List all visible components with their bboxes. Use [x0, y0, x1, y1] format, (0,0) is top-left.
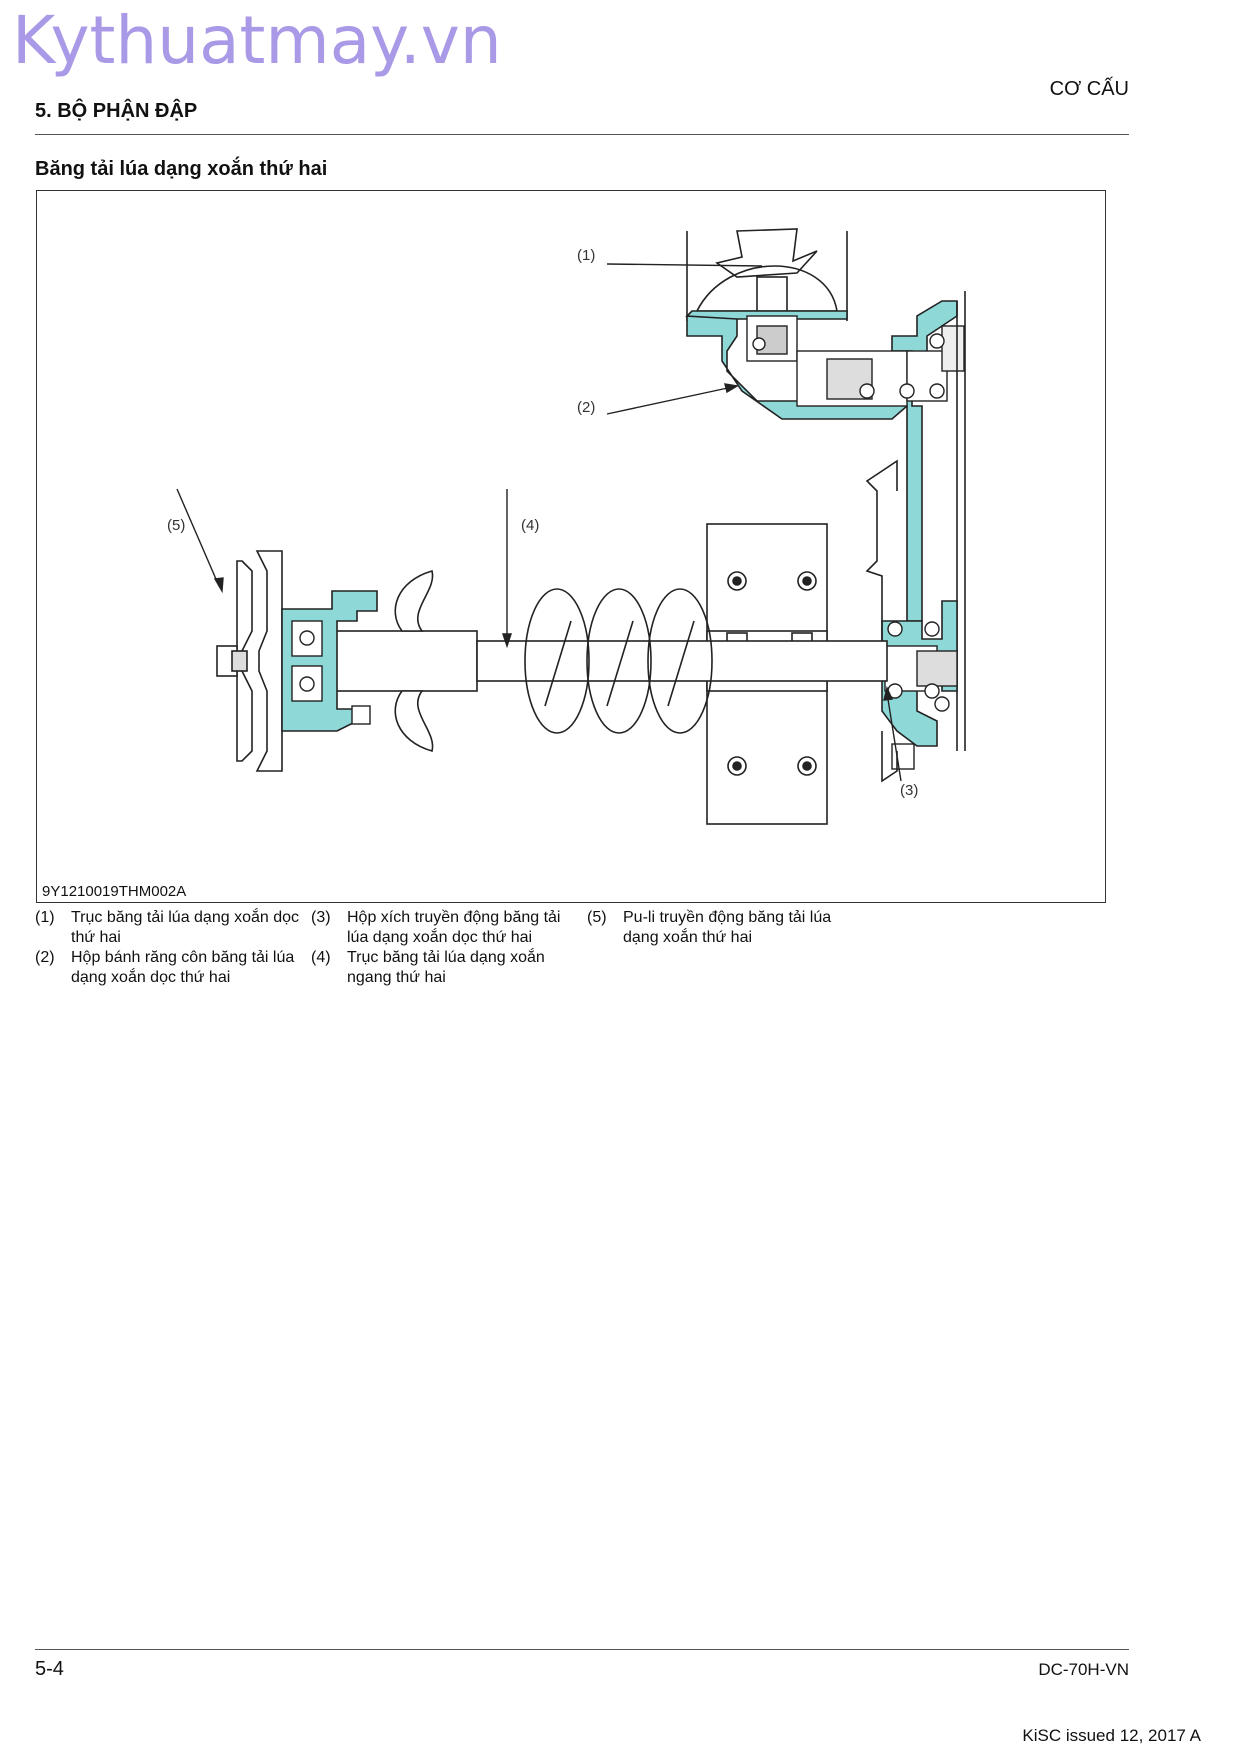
auger-diagram [176, 228, 966, 825]
vertical-shaft-end [715, 228, 818, 278]
legend-number: (4) [311, 949, 331, 966]
legend-text: Pu-li truyền động băng tải lúa dạng xoắn… [623, 909, 832, 946]
gearbox-internals [746, 315, 965, 407]
callout-4: (4) [521, 517, 540, 534]
bevel-gearbox-housing [685, 300, 958, 622]
legend-text: Trục băng tải lúa dạng xoắn dọc thứ hai [71, 909, 300, 946]
legend-number: (1) [35, 909, 55, 926]
callout-1: (1) [577, 247, 596, 264]
vertical-auger-flight [695, 265, 838, 312]
drive-pulley [216, 550, 283, 772]
callout-2: (2) [577, 399, 596, 416]
page-number: 5-4 [35, 1658, 64, 1680]
legend-number: (5) [587, 909, 607, 926]
technical-figure: (1) (2) (3) (4) (5) 9Y1210019THM002A [36, 190, 1106, 903]
document-code: DC-70H-VN [1038, 1660, 1129, 1679]
leader-lines [176, 263, 902, 782]
subsection-title: Băng tải lúa dạng xoắn thứ hai [35, 158, 328, 180]
section-title: 5. BỘ PHẬN ĐẬP [35, 100, 198, 122]
callout-5: (5) [167, 517, 186, 534]
legend-number: (2) [35, 949, 55, 966]
legend-number: (3) [311, 909, 331, 926]
footer-rule [35, 1649, 1129, 1650]
issue-info: KiSC issued 12, 2017 A [1022, 1726, 1201, 1745]
watermark: Kythuatmay.vn [12, 2, 502, 79]
legend-text: Trục băng tải lúa dạng xoắn ngang thứ ha… [347, 949, 545, 986]
lower-bearings [884, 621, 958, 770]
figure-code: 9Y1210019THM002A [42, 883, 187, 900]
chapter-label: CƠ CẤU [1049, 78, 1129, 100]
horizontal-auger-flights [524, 588, 713, 734]
callout-3: (3) [900, 782, 919, 799]
legend-text: Hộp xích truyền động băng tải lúa dạng x… [347, 909, 561, 946]
header-rule [35, 134, 1129, 135]
legend-text: Hộp bánh răng côn băng tải lúa dạng xoắn… [71, 949, 295, 986]
